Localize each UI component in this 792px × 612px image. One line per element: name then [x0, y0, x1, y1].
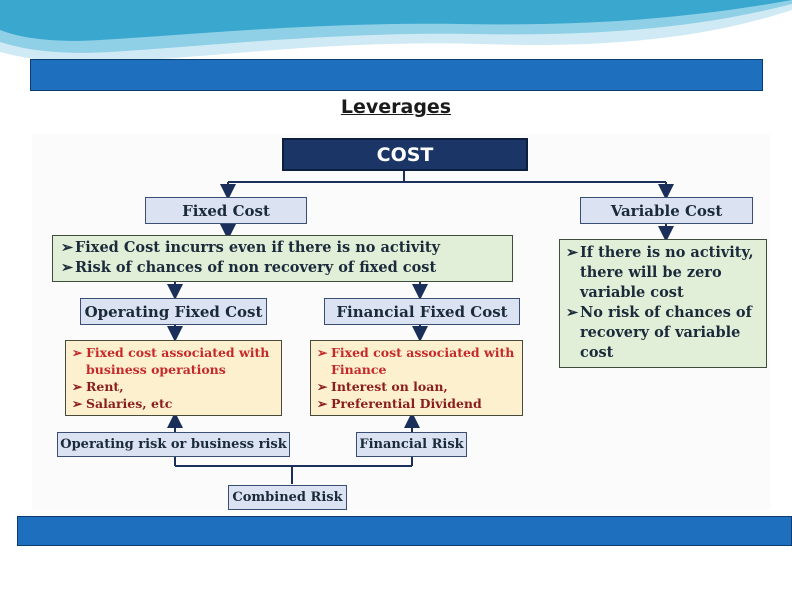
- financial-items-box: ➢ Fixed cost associated with Finance ➢ I…: [310, 340, 523, 416]
- page-title: Leverages: [340, 96, 452, 118]
- bullet-arrow-icon: ➢: [61, 239, 74, 256]
- bullet-arrow-icon: ➢: [61, 259, 74, 276]
- fixed-note-1: ➢ Fixed Cost incurrs even if there is no…: [61, 239, 440, 256]
- operating-risk-box: Operating risk or business risk: [57, 432, 290, 457]
- operating-fixed-cost-box: Operating Fixed Cost: [80, 298, 267, 325]
- operating-risk-label: Operating risk or business risk: [60, 437, 287, 452]
- bullet-arrow-icon: ➢: [317, 345, 328, 360]
- operating-item-1: ➢ Fixed cost associated with business op…: [72, 345, 270, 377]
- financial-fixed-cost-box: Financial Fixed Cost: [324, 298, 520, 325]
- top-blue-bar: [30, 59, 763, 91]
- combined-risk-box: Combined Risk: [228, 485, 347, 510]
- financial-item-1: ➢ Fixed cost associated with Finance: [317, 345, 515, 377]
- financial-item-3: ➢ Preferential Dividend: [317, 396, 482, 411]
- operating-item-2: ➢ Rent,: [72, 379, 124, 394]
- variable-cost-box: Variable Cost: [580, 197, 753, 224]
- bullet-arrow-icon: ➢: [72, 345, 83, 360]
- root-cost-box: COST: [282, 138, 528, 171]
- header-wave-decoration: [0, 0, 792, 63]
- root-cost-label: COST: [376, 143, 434, 166]
- bullet-arrow-icon: ➢: [72, 396, 83, 411]
- fixed-cost-notes-box: ➢ Fixed Cost incurrs even if there is no…: [52, 235, 513, 282]
- bullet-arrow-icon: ➢: [566, 304, 579, 321]
- financial-item-2: ➢ Interest on loan,: [317, 379, 448, 394]
- variable-note-2: ➢ No risk of chances of recovery of vari…: [566, 304, 752, 361]
- bullet-arrow-icon: ➢: [317, 379, 328, 394]
- fixed-cost-box: Fixed Cost: [145, 197, 307, 224]
- combined-risk-label: Combined Risk: [232, 490, 343, 505]
- financial-risk-label: Financial Risk: [359, 437, 464, 452]
- variable-cost-notes-box: ➢ If there is no activity, there will be…: [559, 239, 767, 368]
- bullet-arrow-icon: ➢: [72, 379, 83, 394]
- financial-fixed-cost-label: Financial Fixed Cost: [336, 302, 508, 321]
- financial-risk-box: Financial Risk: [356, 432, 467, 457]
- variable-note-1: ➢ If there is no activity, there will be…: [566, 244, 754, 301]
- fixed-cost-label: Fixed Cost: [182, 201, 270, 220]
- operating-items-box: ➢ Fixed cost associated with business op…: [65, 340, 282, 416]
- fixed-note-2: ➢ Risk of chances of non recovery of fix…: [61, 259, 437, 276]
- bullet-arrow-icon: ➢: [317, 396, 328, 411]
- bullet-arrow-icon: ➢: [566, 244, 579, 261]
- bottom-blue-bar: [17, 516, 792, 546]
- operating-fixed-cost-label: Operating Fixed Cost: [84, 302, 263, 321]
- operating-item-3: ➢ Salaries, etc: [72, 396, 173, 411]
- variable-cost-label: Variable Cost: [610, 201, 723, 220]
